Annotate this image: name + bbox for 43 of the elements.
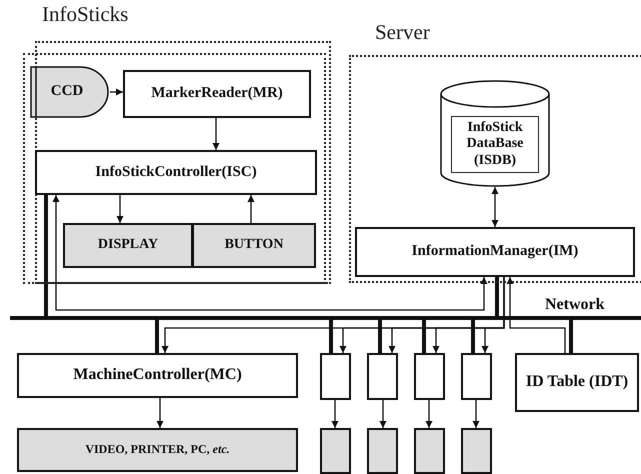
device-box [414, 428, 445, 474]
network-link [422, 320, 426, 353]
arrow [116, 195, 124, 223]
controller-box [320, 353, 351, 400]
module-box: InfoStickController(ISC) [35, 150, 317, 195]
device-box: BUTTON [192, 223, 316, 268]
arrow [426, 400, 432, 428]
camera-sensor: CCD [30, 66, 110, 118]
group-title: InfoSticks [42, 2, 128, 27]
network-link [155, 320, 159, 353]
device-box [367, 428, 398, 474]
network-link [569, 320, 573, 353]
network-link [378, 320, 382, 353]
controller-box [461, 353, 492, 400]
device-box [461, 428, 492, 474]
arrow [52, 195, 488, 311]
network-bus [10, 316, 641, 320]
database-cylinder: InfoStick DataBase (ISDB) [440, 80, 550, 187]
arrow [506, 277, 566, 353]
network-link [495, 277, 499, 316]
module-box: ID Table (IDT) [515, 353, 639, 412]
arrow [380, 400, 386, 428]
device-box: DISPLAY [63, 223, 193, 268]
arrow [472, 400, 480, 428]
arrow [110, 88, 123, 96]
module-box: InformationManager(IM) [355, 227, 635, 277]
device-box: VIDEO, PRINTER, PC, etc. [17, 428, 298, 472]
network-link [44, 195, 48, 316]
group-title: Server [375, 20, 430, 45]
arrow [156, 398, 164, 428]
network-label: Network [545, 296, 605, 314]
arrow [248, 195, 254, 223]
arrow [212, 118, 220, 150]
module-box: MachineController(MC) [17, 353, 298, 398]
network-link [329, 320, 333, 353]
controller-box [367, 353, 398, 400]
network-link [471, 320, 475, 353]
controller-box [414, 353, 445, 400]
arrow [482, 277, 505, 353]
arrow [492, 187, 498, 227]
device-box [320, 428, 351, 474]
module-box: MarkerReader(MR) [123, 70, 311, 118]
arrow [332, 400, 338, 428]
